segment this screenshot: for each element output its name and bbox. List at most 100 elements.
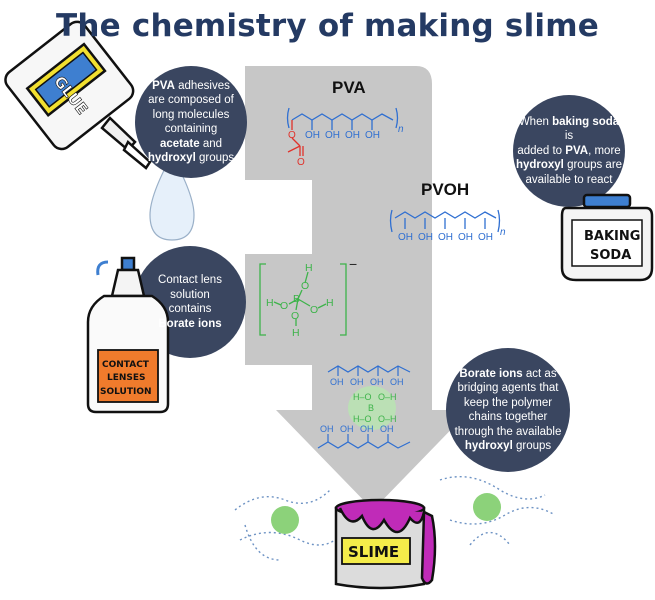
acetate-group xyxy=(287,120,304,156)
crosslink-b: B xyxy=(368,403,374,413)
crosslink-h-o-1: H–O xyxy=(353,392,372,402)
baking-label-2: SODA xyxy=(590,248,631,263)
acetate-oxygen-2: O xyxy=(297,157,305,168)
borate-o-bottom: O xyxy=(291,310,299,322)
borate-h-right: H xyxy=(326,297,334,309)
pvoh-subscript-n: n xyxy=(500,227,506,238)
borate-o-left: O xyxy=(280,300,288,312)
pva-bubble-text-6: groups xyxy=(195,152,235,164)
crosslink-oh-6: OH xyxy=(340,424,354,434)
contact-bubble-text-2: solution xyxy=(170,288,210,301)
crosslink-glow xyxy=(348,386,396,430)
pvoh-oh-3: OH xyxy=(438,232,453,243)
borate-bubble-text-1: act as xyxy=(522,367,557,380)
acetate-oxygen-1: O xyxy=(288,130,296,141)
pvoh-label: PVOH xyxy=(421,180,470,199)
glue-drop xyxy=(149,153,195,241)
pva-label: PVA xyxy=(332,78,366,97)
crosslink-bottom-chain xyxy=(317,434,411,449)
borate-charge: − xyxy=(349,256,357,272)
crosslink-oh-3: OH xyxy=(370,377,384,387)
slime-label: SLIME xyxy=(348,543,399,561)
baking-bubble-bold-2: PVA xyxy=(565,144,589,157)
borate-bubble: Borate ions act as bridging agents that … xyxy=(450,362,566,458)
pva-bubble-text-5: and xyxy=(199,137,223,150)
crosslink-oh-1: OH xyxy=(330,377,344,387)
contact-lens-bottle-illustration xyxy=(86,256,170,414)
page-title: The chemistry of making slime xyxy=(56,8,599,44)
baking-bubble-text-1a: When xyxy=(518,115,553,128)
baking-bubble-shape xyxy=(513,95,625,207)
network-glow-left xyxy=(271,506,299,534)
contact-bubble-text-3: contains xyxy=(168,303,212,315)
baking-bubble-text-4: available to react xyxy=(525,173,613,186)
borate-bubble-text-6: groups xyxy=(512,440,552,452)
pva-bubble-shape xyxy=(135,66,247,178)
borate-bubble-bold-6: hydroxyl xyxy=(464,440,513,452)
pva-bubble: PVA adhesives are composed of long molec… xyxy=(140,70,242,174)
baking-bubble-bold-1: baking soda xyxy=(552,115,620,128)
borate-h-left: H xyxy=(266,297,274,309)
pvoh-structure xyxy=(389,209,501,233)
pva-oh-4: OH xyxy=(365,130,380,141)
slime-can-illustration xyxy=(334,498,437,590)
crosslink-top-chain xyxy=(327,365,411,376)
borate-ion xyxy=(259,263,347,336)
contact-label-3: SOLUTION xyxy=(100,387,152,397)
crosslink-oh-4: OH xyxy=(390,377,404,387)
crosslink-h-o-2: H–O xyxy=(353,414,372,424)
pva-oh-1: OH xyxy=(305,130,320,141)
pvoh-oh-5: OH xyxy=(478,232,493,243)
baking-bubble-text-3: groups are xyxy=(563,159,623,172)
crosslink-oh-7: OH xyxy=(360,424,374,434)
pva-subscript-n: n xyxy=(398,124,404,135)
borate-o-right: O xyxy=(310,304,318,316)
borate-bubble-text-3: keep the polymer xyxy=(463,396,553,409)
contact-label-2: LENSES xyxy=(107,373,146,383)
borate-bubble-text-2: bridging agents that xyxy=(457,382,559,394)
baking-bubble-text-1b: is xyxy=(564,130,574,143)
pva-bubble-bold-1: PVA xyxy=(152,79,175,92)
network-glow-right xyxy=(473,493,501,521)
pvoh-oh-2: OH xyxy=(418,232,433,243)
contact-lens-bubble: Contact lens solution contains Borate io… xyxy=(140,270,240,334)
baking-bubble-bold-3: hydroxyl xyxy=(515,159,564,172)
baking-soda-jar-illustration xyxy=(560,193,654,282)
pva-structure xyxy=(286,107,399,130)
pvoh-oh-4: OH xyxy=(458,232,473,243)
pvoh-oh-1: OH xyxy=(398,232,413,243)
borate-bubble-text-5: through the available xyxy=(454,425,562,438)
contact-bubble-bold-4: Borate ions xyxy=(158,317,222,330)
pva-bubble-bold-5: acetate xyxy=(159,137,200,150)
pva-bubble-text-3: long molecules xyxy=(152,108,230,121)
borate-h-bottom: H xyxy=(292,327,300,339)
contact-label-1: CONTACT xyxy=(102,360,150,370)
baking-label-1: BAKING xyxy=(584,229,640,244)
crosslink-o-h-2: O–H xyxy=(378,414,397,424)
crosslink-oh-5: OH xyxy=(320,424,334,434)
borate-o-top: O xyxy=(301,280,309,292)
pva-bubble-bold-6: hydroxyl xyxy=(147,152,196,164)
baking-soda-bubble: When baking soda is added to PVA, more h… xyxy=(514,110,624,192)
baking-bubble-text-2b: , more xyxy=(588,144,621,157)
crosslink-o-h-1: O–H xyxy=(378,392,397,402)
flow-arrow xyxy=(245,66,470,510)
borate-h-top: H xyxy=(305,262,313,274)
pva-bubble-text-4: containing xyxy=(164,123,218,135)
pva-oh-2: OH xyxy=(325,130,340,141)
borate-bubble-shape xyxy=(446,348,570,472)
crosslink-oh-2: OH xyxy=(350,377,364,387)
molecule-network-right xyxy=(439,475,556,546)
crosslink-oh-8: OH xyxy=(380,424,394,434)
borate-bubble-bold-1: Borate ions xyxy=(459,367,523,380)
pva-bubble-text-1: adhesives xyxy=(174,79,230,92)
baking-bubble-text-2a: added to xyxy=(517,144,566,157)
contact-bubble-text-1: Contact lens xyxy=(158,274,222,286)
pva-bubble-text-2: are composed of xyxy=(148,94,234,106)
borate-b: B xyxy=(293,293,300,305)
glue-bottle-illustration xyxy=(4,20,152,170)
borate-bubble-text-4: chains together xyxy=(468,411,548,423)
molecule-network-left xyxy=(234,489,336,561)
